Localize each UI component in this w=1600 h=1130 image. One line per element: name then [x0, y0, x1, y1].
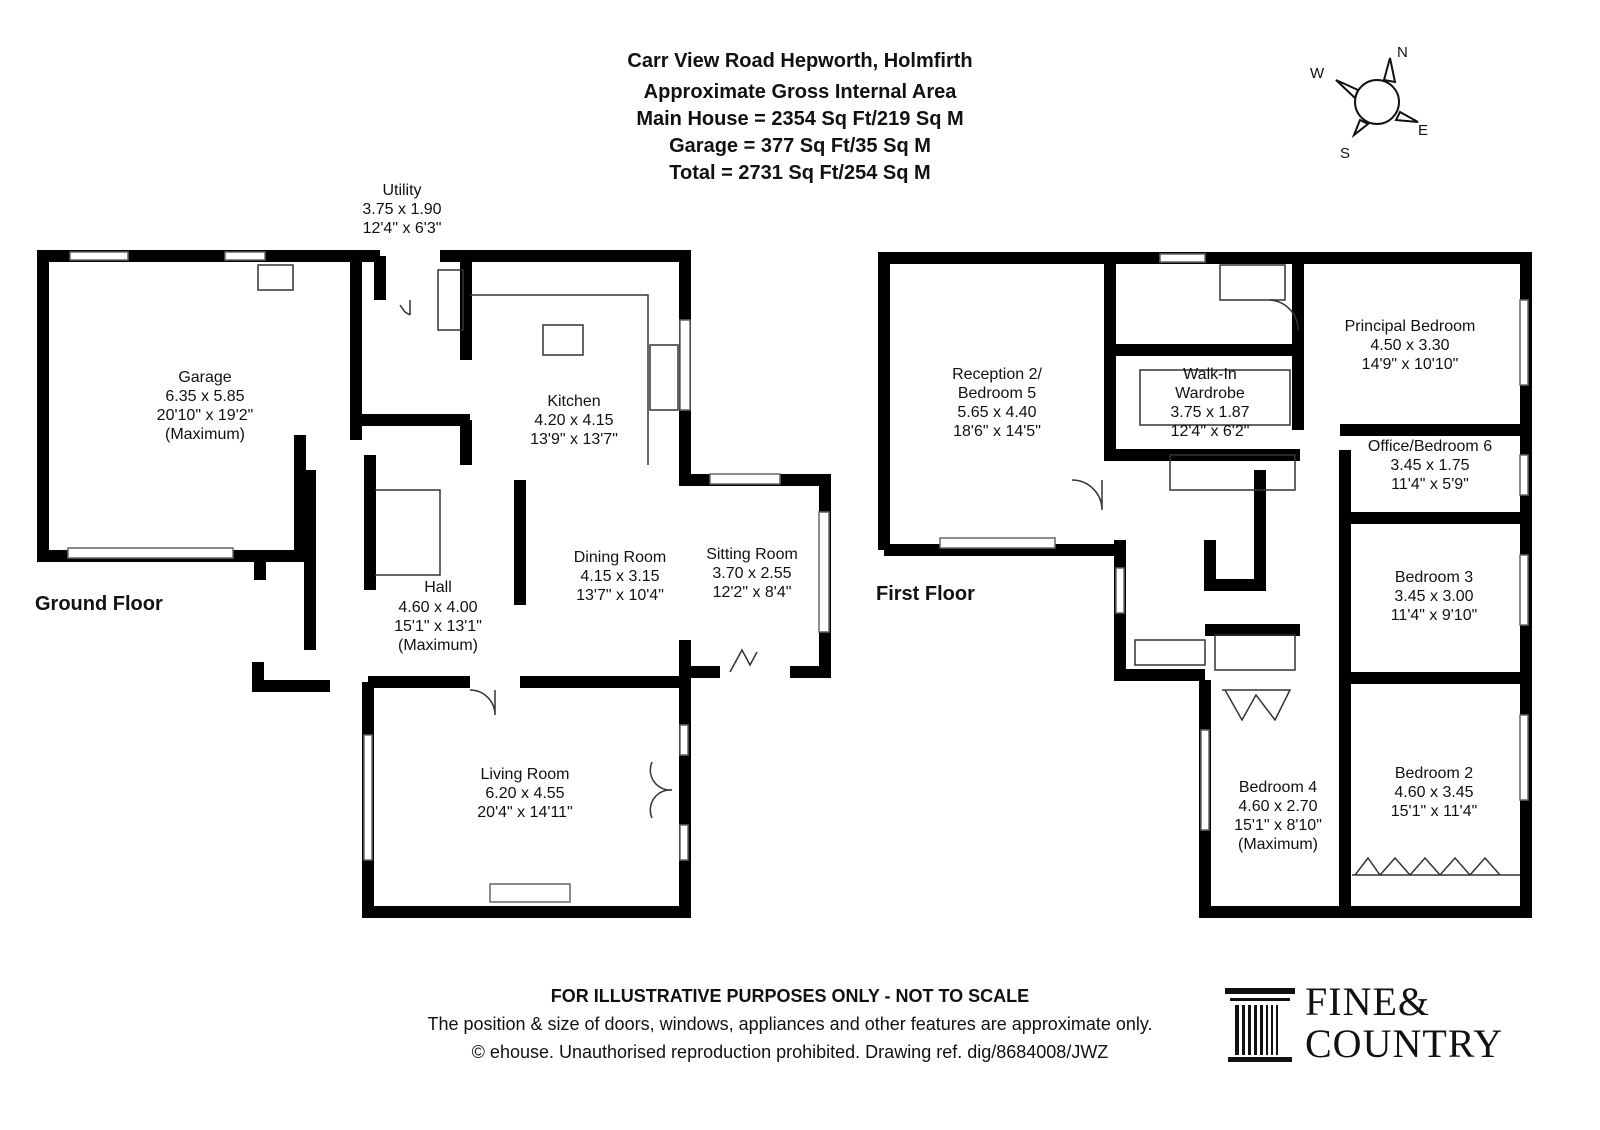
first-floor-labels: First Floor Reception 2/ Bedroom 5 5.65 … [876, 318, 1492, 853]
logo-text: FINE& COUNTRY [1305, 981, 1503, 1065]
shower-icon [1214, 634, 1296, 671]
room-metric: 4.20 x 4.15 [534, 412, 613, 429]
room-name: Utility [382, 182, 421, 199]
first-floor-fixtures [1071, 264, 1520, 877]
room-name: Kitchen [547, 393, 600, 410]
sink-icon [437, 269, 464, 331]
ground-floor-windows [67, 251, 830, 903]
ground-floor-fixtures [257, 264, 758, 819]
room-metric: 3.45 x 1.75 [1390, 457, 1469, 474]
bath-icon [1134, 639, 1206, 666]
total-area: Total = 2731 Sq Ft/254 Sq M [669, 162, 931, 184]
ground-floor-title: Ground Floor [35, 593, 163, 615]
room-name: Principal Bedroom [1345, 318, 1476, 335]
room-name: Bedroom 2 [1395, 765, 1473, 782]
compass-w: W [1310, 65, 1325, 82]
footer-note: The position & size of doors, windows, a… [427, 1014, 1153, 1034]
compass-icon: N E S W [1310, 44, 1428, 162]
room-name: Bedroom 3 [1395, 569, 1473, 586]
room-imperial: 15'1" x 8'10" [1234, 817, 1322, 834]
room-note: (Maximum) [165, 426, 245, 443]
room-metric: 4.60 x 3.45 [1394, 784, 1473, 801]
room-name-2: Bedroom 5 [958, 385, 1036, 402]
compass-s: S [1340, 145, 1350, 162]
main-house-area: Main House = 2354 Sq Ft/219 Sq M [636, 108, 964, 130]
room-imperial: 20'10" x 19'2" [157, 407, 254, 424]
room-metric: 4.15 x 3.15 [580, 568, 659, 585]
room-name: Office/Bedroom 6 [1368, 438, 1492, 455]
logo-line-1: FINE& [1305, 979, 1430, 1024]
room-name: Walk-In [1183, 366, 1237, 383]
room-name-2: Wardrobe [1175, 385, 1245, 402]
room-metric: 3.75 x 1.90 [362, 201, 441, 218]
fine-country-logo: FINE& COUNTRY [1225, 981, 1545, 1065]
sink-icon [649, 344, 679, 411]
room-note: (Maximum) [398, 637, 478, 654]
room-metric: 6.35 x 5.85 [165, 388, 244, 405]
room-imperial: 14'9" x 10'10" [1362, 356, 1459, 373]
room-metric: 3.70 x 2.55 [712, 565, 791, 582]
room-name: Dining Room [574, 549, 666, 566]
room-imperial: 13'9" x 13'7" [530, 431, 618, 448]
room-metric: 4.50 x 3.30 [1370, 337, 1449, 354]
column-icon [1225, 988, 1295, 1062]
room-metric: 6.20 x 4.55 [485, 785, 564, 802]
room-name: Reception 2/ [952, 366, 1042, 383]
room-imperial: 12'4" x 6'3" [363, 220, 442, 237]
room-metric: 3.75 x 1.87 [1170, 404, 1249, 421]
room-imperial: 12'4" x 6'2" [1171, 423, 1250, 440]
room-metric: 5.65 x 4.40 [957, 404, 1036, 421]
garage-area: Garage = 377 Sq Ft/35 Sq M [669, 135, 931, 157]
room-metric: 4.60 x 2.70 [1238, 798, 1317, 815]
room-imperial: 18'6" x 14'5" [953, 423, 1041, 440]
room-note: (Maximum) [1238, 836, 1318, 853]
footer: FOR ILLUSTRATIVE PURPOSES ONLY - NOT TO … [340, 982, 1240, 1066]
room-name: Sitting Room [706, 546, 798, 563]
room-name: Garage [178, 369, 231, 386]
room-imperial: 15'1" x 11'4" [1391, 803, 1478, 820]
room-imperial: 11'4" x 9'10" [1391, 607, 1478, 624]
sink-icon [257, 264, 294, 291]
room-metric: 3.45 x 3.00 [1394, 588, 1473, 605]
room-imperial: 12'2" x 8'4" [713, 584, 792, 601]
stairs-icon [1169, 454, 1296, 491]
room-metric: 4.60 x 4.00 [398, 599, 477, 616]
first-floor-title: First Floor [876, 583, 975, 605]
room-imperial: 20'4" x 14'11" [477, 804, 572, 821]
room-name: Hall [424, 579, 452, 596]
room-imperial: 13'7" x 10'4" [576, 587, 664, 604]
shower-icon [1219, 264, 1286, 301]
compass-n: N [1397, 44, 1408, 61]
area-subtitle: Approximate Gross Internal Area [643, 81, 957, 103]
ground-floor-labels: Ground Floor Utility 3.75 x 1.90 12'4" x… [35, 182, 798, 821]
compass-e: E [1418, 122, 1428, 139]
room-name: Bedroom 4 [1239, 779, 1317, 796]
room-imperial: 15'1" x 13'1" [394, 618, 482, 635]
first-floor-windows [939, 253, 1529, 831]
copyright: © ehouse. Unauthorised reproduction proh… [471, 1042, 1109, 1062]
plan-header: Carr View Road Hepworth, Holmfirth Appro… [540, 48, 1060, 187]
hob-icon [542, 324, 584, 356]
room-imperial: 11'4" x 5'9" [1391, 476, 1469, 493]
address-title: Carr View Road Hepworth, Holmfirth [627, 50, 973, 72]
disclaimer: FOR ILLUSTRATIVE PURPOSES ONLY - NOT TO … [550, 986, 1030, 1006]
logo-line-2: COUNTRY [1305, 1021, 1504, 1066]
room-name: Living Room [481, 766, 570, 783]
